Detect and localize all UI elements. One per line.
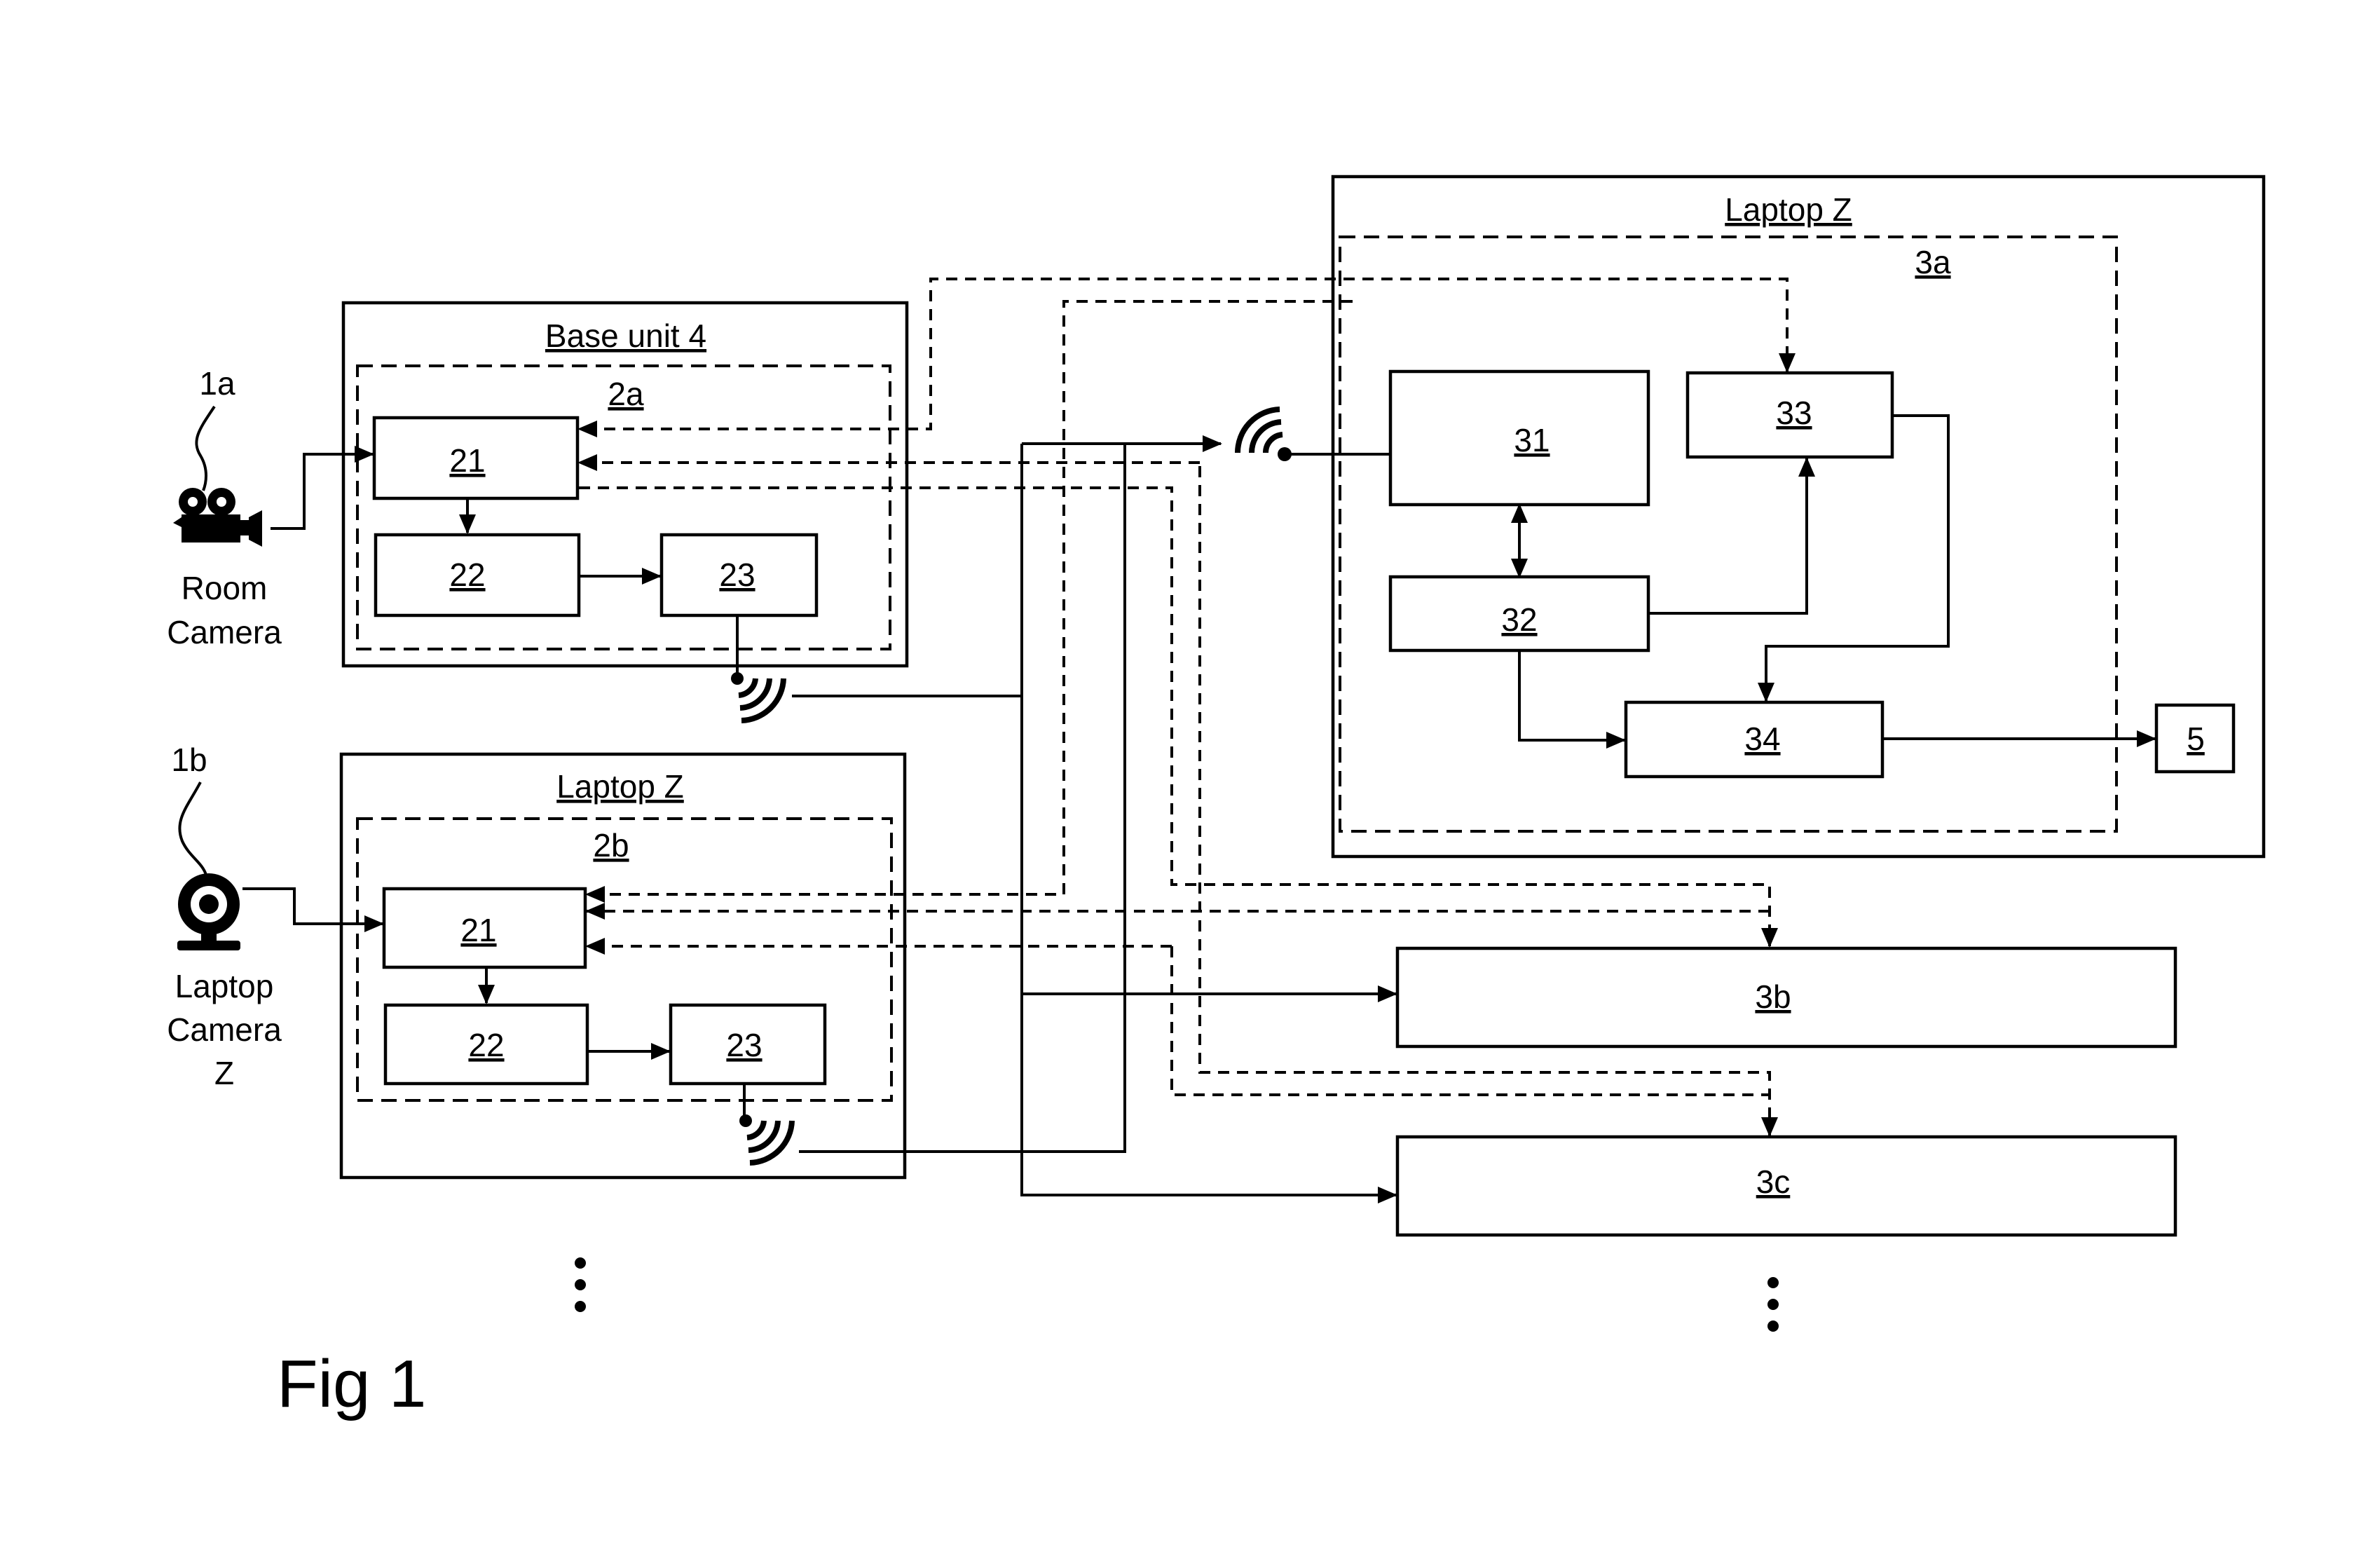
laptop-camera-label-3: Z [214,1055,234,1091]
block-34-label: 34 [1744,721,1780,757]
feedback-lines [577,278,1796,1137]
receiver-3c-label: 3c [1756,1163,1791,1200]
block-2a-23 [659,533,819,617]
block-31 [1388,369,1650,507]
continuation-dots-left [575,1257,586,1312]
base-unit-4: Base unit 4 2a 21 22 23 [341,301,909,668]
output-5-label: 5 [2187,721,2205,757]
ref-1b: 1b [171,742,207,778]
block-2b-21-label: 21 [460,912,496,948]
webcam-icon [177,873,240,950]
module-2a [356,364,891,650]
internal-connections [459,414,2156,1060]
laptop-z-receiver: Laptop Z 3a 31 33 32 34 [1331,175,2266,859]
ref-1a-leader [195,405,216,491]
laptop-camera-source: 1b Laptop Camera Z [167,742,282,1091]
movie-camera-icon [173,488,262,547]
room-camera-source: 1a Room Camera [167,365,282,650]
camera-inputs [242,446,384,932]
module-3a-label: 3a [1915,244,1951,280]
receiver-3c [1395,1135,2177,1237]
receiver-3b-label: 3b [1755,978,1791,1015]
block-2b-23-label: 23 [726,1027,762,1063]
laptop-camera-label-2: Camera [167,1011,282,1048]
wireless-icon-3a [1235,407,1390,461]
module-2b [356,817,893,1102]
block-2a-21-label: 21 [449,442,485,479]
block-32 [1388,575,1650,653]
block-2b-22-label: 22 [468,1027,504,1063]
receiver-3b [1395,946,2177,1049]
block-2a-22-label: 22 [449,557,485,593]
block-31-label: 31 [1514,422,1550,458]
block-2b-23 [669,1003,827,1086]
network-lines [792,435,1397,1203]
wireless-icon-2a [731,615,786,723]
block-2b-21 [382,887,587,969]
ref-1a: 1a [199,365,235,402]
continuation-dots-right [1767,1277,1779,1332]
ref-1b-leader [178,782,207,875]
module-2a-label: 2a [608,376,644,412]
block-2a-23-label: 23 [719,557,755,593]
block-2b-22 [383,1003,589,1086]
module-3a [1339,236,2118,833]
block-2a-22 [374,533,581,617]
laptop-source-title: Laptop Z [556,768,684,805]
base-unit-title: Base unit 4 [545,318,706,354]
laptop-receiver-title: Laptop Z [1725,191,1852,228]
block-2a-21 [372,416,580,500]
laptop-z-source: Laptop Z 2b 21 22 23 [339,752,907,1180]
block-34 [1624,700,1885,779]
laptop-camera-label-1: Laptop [175,968,274,1004]
room-camera-label-1: Room [182,570,268,606]
block-33-label: 33 [1776,395,1812,431]
figure-caption: Fig 1 [277,1346,426,1421]
room-camera-label-2: Camera [167,614,282,650]
wireless-icon-2b [739,1084,795,1166]
module-2b-label: 2b [593,827,629,864]
block-33 [1685,371,1894,459]
output-5 [2154,703,2236,774]
block-32-label: 32 [1501,601,1537,638]
